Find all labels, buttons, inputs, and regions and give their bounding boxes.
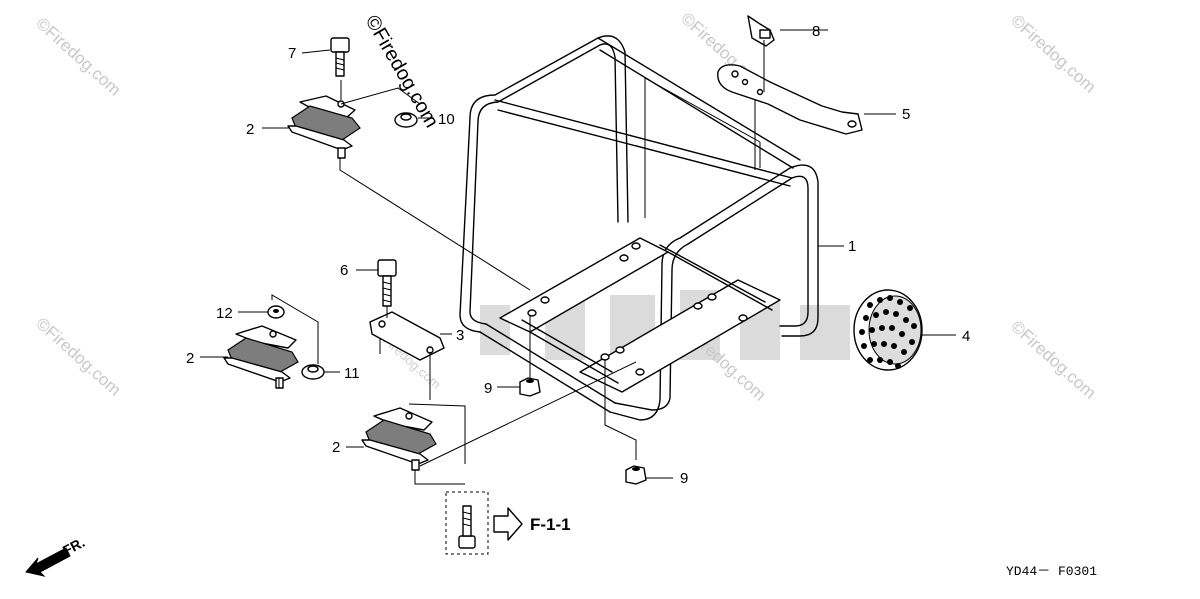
hollow-arrow-icon — [493, 507, 523, 541]
callout-9: 9 — [680, 470, 688, 487]
frame-part — [459, 35, 819, 421]
washer-part-12 — [267, 305, 285, 319]
callout-12: 12 — [216, 305, 233, 322]
callout-1: 1 — [848, 238, 856, 255]
callout-11: 11 — [344, 365, 360, 382]
arrow-front-icon — [25, 547, 71, 577]
plate-part-3 — [369, 311, 445, 361]
rubber-bushing-part-4 — [853, 289, 923, 371]
watermark-text: ©Firedog.com — [32, 314, 124, 400]
watermark-text: ©Firedog.com — [1007, 317, 1099, 403]
callout-7: 7 — [288, 45, 296, 62]
mount-holes — [527, 242, 748, 376]
callout-2: 2 — [332, 439, 340, 456]
nut-part-9-upper — [519, 377, 541, 397]
bolt-part-7 — [330, 37, 350, 77]
rubber-mount-bottom — [361, 407, 437, 471]
callout-8: 8 — [812, 23, 820, 40]
callout-6: 6 — [340, 262, 348, 279]
rubber-mount-top — [287, 95, 361, 159]
callout-5: 5 — [902, 106, 910, 123]
callout-9: 9 — [484, 380, 492, 397]
callout-2: 2 — [186, 350, 194, 367]
callout-2: 2 — [246, 121, 254, 138]
diagram-code: YD44－ F0301 — [1006, 564, 1097, 579]
rubber-mount-middle — [223, 325, 299, 389]
leader-lines — [200, 29, 956, 485]
nut-part-11 — [301, 364, 325, 380]
wing-bolt-part-8 — [747, 15, 775, 47]
callout-10: 10 — [438, 111, 455, 128]
reference-label: F-1-1 — [530, 515, 571, 534]
reference-bolt — [445, 491, 489, 555]
nut-part-9-lower — [625, 465, 647, 485]
watermark-text: ©Firedog.com — [1007, 11, 1099, 97]
callout-labels: 1 2 2 2 3 4 5 6 7 8 9 9 10 11 12 — [186, 23, 970, 487]
bracket-part-5 — [717, 64, 863, 135]
watermark-text: ©Firedog.com — [32, 14, 124, 100]
nut-part-10 — [394, 112, 418, 128]
callout-3: 3 — [456, 327, 464, 344]
callout-4: 4 — [962, 328, 970, 345]
bolt-part-6 — [377, 259, 397, 307]
